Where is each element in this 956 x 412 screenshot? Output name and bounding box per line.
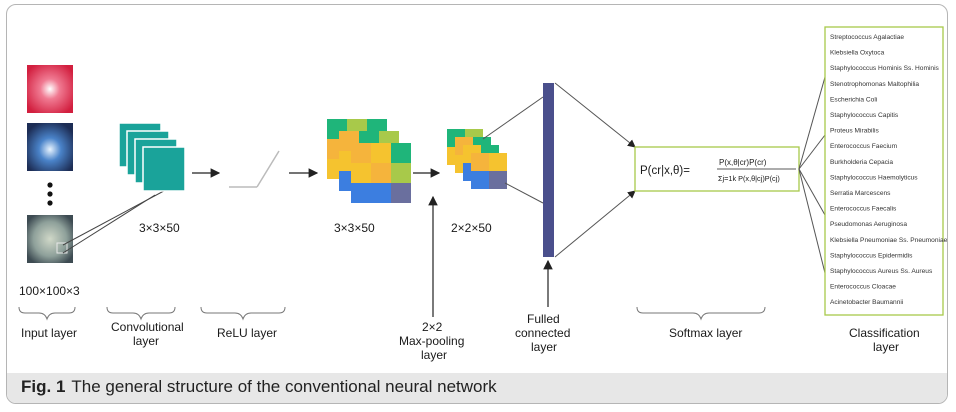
fc-layer-label-2: connected — [515, 326, 570, 340]
input-image-red — [27, 65, 73, 113]
class-item: Acinetobacter Baumannii — [830, 299, 904, 306]
class-item: Pseudomonas Aeruginosa — [830, 221, 907, 228]
softmax-numerator: P(x,θ|cr)P(cr) — [719, 158, 767, 167]
input-image-blue — [27, 123, 73, 171]
class-item: Enterococcus Faecium — [830, 143, 898, 150]
conv-filters — [118, 122, 186, 192]
softmax-denominator: Σj=1k P(x,θ|cj)P(cj) — [718, 174, 780, 183]
pooled-feature-maps — [447, 129, 507, 189]
caption-label: Fig. 1 — [21, 377, 66, 396]
class-item: Staphylococcus Aureus Ss. Aureus — [830, 268, 933, 275]
class-item: Proteus Mirabilis — [830, 128, 879, 135]
class-item: Escherichia Coli — [830, 96, 878, 103]
figure-caption: Fig. 1 The general structure of the conve… — [21, 377, 497, 397]
ellipsis-dot — [47, 182, 53, 188]
conv-dims: 3×3×50 — [139, 221, 180, 235]
class-item: Serratia Marcescens — [830, 190, 891, 197]
class-item: Staphylococcus Haemolyticus — [830, 174, 918, 181]
ellipsis-dot — [47, 191, 53, 197]
receptive-line — [62, 194, 156, 254]
class-item: Stenotrophomonas Maltophilia — [830, 81, 919, 88]
pool-dims: 2×2×50 — [451, 221, 492, 235]
input-dims: 100×100×3 — [19, 284, 80, 298]
fc-softmax-line — [554, 190, 636, 258]
softmax-class-line — [798, 168, 826, 274]
softmax-class-line — [798, 168, 826, 216]
fc-layer-label-1: Fulled — [527, 312, 560, 326]
class-item: Streptococcus Agalactiae — [830, 34, 904, 41]
class-item: Burkholderia Cepacia — [830, 159, 893, 166]
softmax-class-line — [798, 76, 826, 170]
figure-frame: 100×100×3 3×3×50 3× — [6, 4, 948, 404]
class-item: Staphylococcus Capitis — [830, 112, 899, 119]
pool-fc-line — [504, 182, 544, 204]
relu-dims: 3×3×50 — [334, 221, 375, 235]
relu-graph — [229, 150, 280, 188]
receptive-line — [62, 184, 176, 246]
conv-layer-label-1: Convolutional — [111, 320, 184, 334]
pool-layer-label-1: 2×2 — [422, 320, 443, 334]
relu-layer-label: ReLU layer — [217, 326, 277, 340]
class-item: Klebsiella Pneumoniae Ss. Pneumoniae — [830, 237, 948, 244]
input-images — [27, 65, 73, 263]
layer-braces — [18, 306, 766, 321]
softmax-lhs: P(cr|x,θ)= — [640, 165, 690, 177]
class-item: Enterococcus Cloacae — [830, 284, 896, 291]
pool-layer-label-3: layer — [421, 348, 447, 362]
caption-text: The general structure of the conventiona… — [71, 377, 497, 396]
class-item: Staphylococcus Hominis Ss. Hominis — [830, 65, 940, 72]
input-layer-label: Input layer — [21, 326, 77, 340]
pool-fc-line — [482, 96, 544, 140]
classification-box — [824, 26, 944, 316]
input-image-grey — [27, 215, 73, 263]
softmax-layer-label: Softmax layer — [669, 326, 742, 340]
class-item: Enterococcus Faecalis — [830, 206, 897, 213]
softmax-class-line — [798, 134, 826, 170]
fc-layer-label-3: layer — [531, 340, 557, 354]
caption-bar: Fig. 1 The general structure of the conve… — [7, 373, 947, 403]
conv-layer-label-2: layer — [133, 334, 159, 348]
class-item: Staphylococcus Epidermidis — [830, 252, 913, 259]
relu-feature-maps — [327, 119, 411, 203]
cnn-diagram: 100×100×3 3×3×50 3× — [18, 26, 948, 362]
conv-filter — [142, 146, 186, 192]
fully-connected-bar — [543, 83, 554, 257]
classification-layer-label-2: layer — [873, 340, 899, 354]
fc-softmax-line — [554, 82, 636, 148]
receptive-field-box — [56, 242, 68, 254]
pool-layer-label-2: Max-pooling — [399, 334, 464, 348]
class-item: Klebsiella Oxytoca — [830, 50, 885, 57]
ellipsis-dot — [47, 200, 53, 206]
classification-layer-label-1: Classification — [849, 326, 920, 340]
